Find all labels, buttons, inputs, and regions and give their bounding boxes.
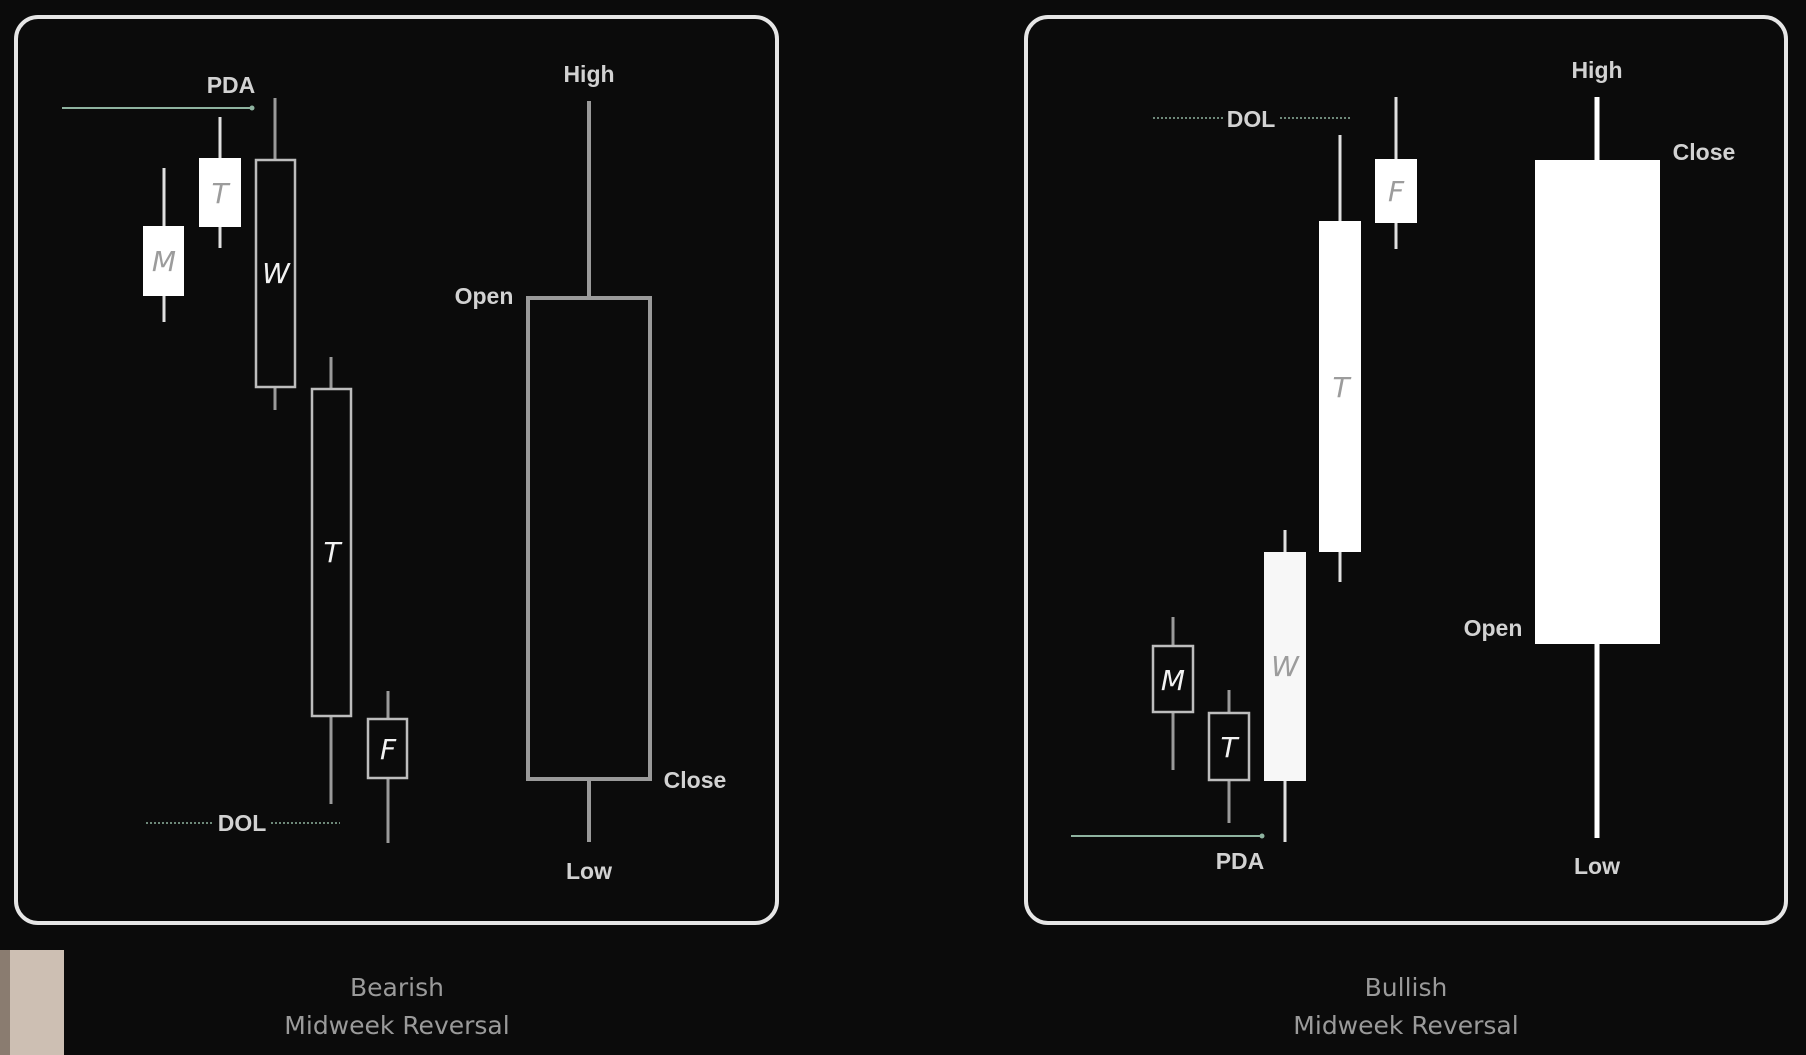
bullish-candle-m-label: M: [1161, 664, 1185, 697]
bearish-caption-subtitle: Midweek Reversal: [284, 1011, 509, 1040]
bearish-low-label: Low: [566, 858, 612, 884]
bearish-weekly-candle: [528, 101, 650, 842]
bearish-candle-t2: T: [312, 357, 351, 804]
bearish-close-label: Close: [664, 767, 727, 793]
bullish-dol-label: DOL: [1227, 106, 1276, 132]
bearish-dol-label: DOL: [218, 810, 267, 836]
bearish-caption-title: Bearish: [350, 973, 444, 1002]
bearish-open-label: Open: [455, 283, 514, 309]
bullish-candle-t1-label: T: [1220, 731, 1239, 764]
bearish-candle-m: M: [143, 168, 184, 322]
bullish-candle-w: W: [1264, 530, 1306, 842]
bullish-candle-t1: T: [1209, 690, 1249, 823]
bullish-candle-m: M: [1153, 617, 1193, 770]
bullish-pda-marker: [1260, 834, 1265, 839]
bearish-candle-w: W: [256, 98, 295, 410]
bearish-candle-m-label: M: [152, 245, 176, 278]
bullish-candle-f-label: F: [1388, 175, 1405, 208]
bullish-candle-t2: T: [1319, 135, 1361, 582]
webcam-thumbnail-shadow: [0, 950, 10, 1055]
bearish-candle-t1: T: [199, 117, 241, 248]
bullish-candle-f: F: [1375, 97, 1417, 249]
bearish-candle-w-label: W: [262, 257, 291, 290]
bullish-caption-title: Bullish: [1365, 973, 1448, 1002]
bullish-caption-subtitle: Midweek Reversal: [1293, 1011, 1518, 1040]
bearish-candle-f-label: F: [380, 733, 397, 766]
bearish-candle-t2-label: T: [323, 536, 342, 569]
bullish-candle-w-label: W: [1271, 650, 1300, 683]
bearish-high-label: High: [563, 61, 614, 87]
bearish-pda-marker: [250, 106, 255, 111]
bullish-open-label: Open: [1464, 615, 1523, 641]
bearish-pda-label: PDA: [207, 72, 256, 98]
bullish-pda-label: PDA: [1216, 848, 1265, 874]
bearish-candle-f: F: [368, 691, 407, 843]
bearish-candle-t1-label: T: [211, 177, 230, 210]
bullish-high-label: High: [1571, 57, 1622, 83]
bullish-candle-t2-label: T: [1332, 371, 1351, 404]
bullish-weekly-candle: [1535, 97, 1660, 838]
bullish-low-label: Low: [1574, 853, 1620, 879]
bullish-close-label: Close: [1673, 139, 1736, 165]
